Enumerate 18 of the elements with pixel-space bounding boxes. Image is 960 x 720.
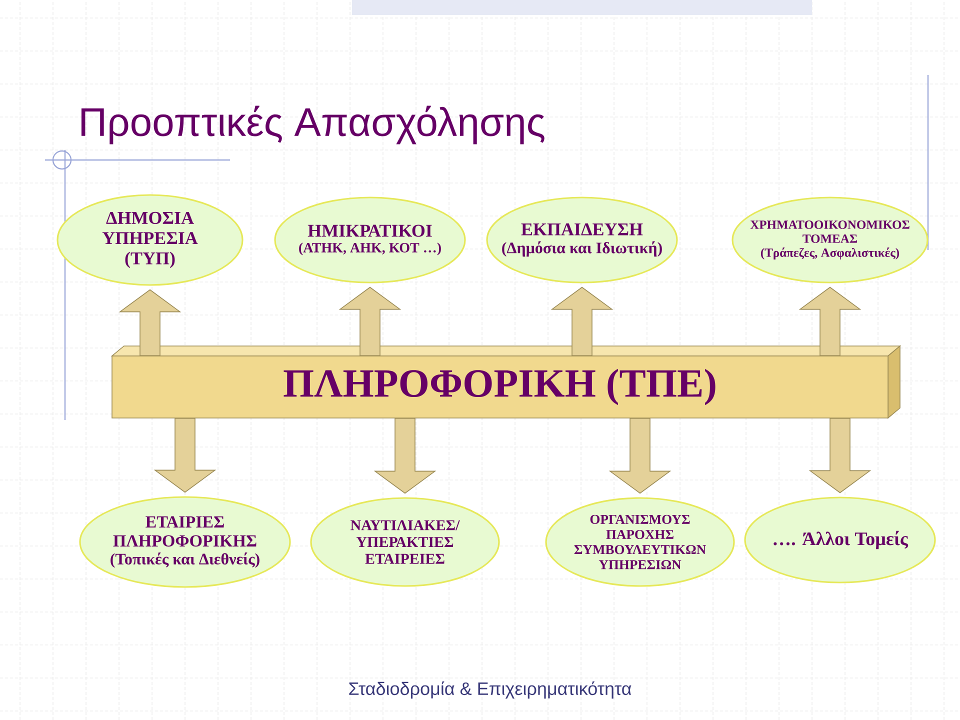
block-arrow [374,418,436,494]
slide-title: Προοπτικές Απασχόλησης [81,106,544,144]
oval-box: ΝΑΥΤΙΛΙΑΚΕΣ/ ΥΠΕΡΑΚΤΙΕΣ ΕΤΑΙΡΕΙΕΣ [310,497,500,587]
oval-box: ΕΤΑΙΡΙΕΣ ΠΛΗΡΟΦΟΡΙΚΗΣ (Τοπικές και Διεθνείς) [79,496,291,588]
oval-box: ΗΜΙΚΡΑΤΙΚΟΙ (ΑΤΗΚ, ΑΗΚ, ΚΟΤ …) [274,196,466,284]
block-arrow [154,418,216,493]
block-arrow [550,286,614,356]
block-arrow [798,286,862,356]
oval-box: ΔΗΜΟΣΙΑ ΥΠΗΡΕΣΙΑ (ΤΥΠ) [56,194,244,286]
block-arrow [118,289,182,356]
footer-text: Σταδιοδρομία & Επιχειρηματικότητα [349,681,632,699]
block-arrow [608,418,672,494]
block-arrow [338,286,402,356]
block-arrow [808,418,872,494]
oval-box: ΟΡΓΑΝΙΣΜΟΥΣ ΠΑΡΟΧΗΣ ΣΥΜΒΟΥΛΕΥΤΙΚΩΝ ΥΠΗΡΕΣΙΩΝ [545,497,735,587]
oval-box: …. Άλλοι Τομείς [744,496,936,584]
oval-box: ΕΚΠΑΙΔΕΥΣΗ (Δημόσια και Ιδιωτική) [486,196,678,284]
oval-box: ΧΡΗΜΑΤΟΟΙΚΟΝΟΜΙΚΟΣ ΤΟΜΕΑΣ (Τράπεζες, Ασφαλιστικές) [732,196,928,284]
